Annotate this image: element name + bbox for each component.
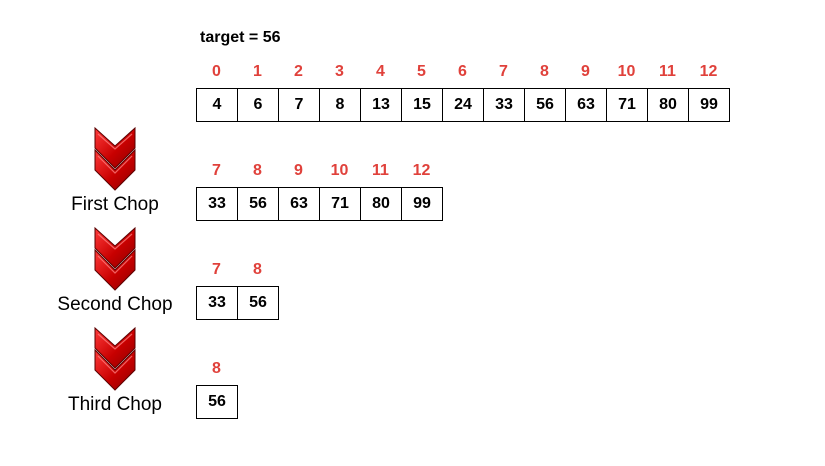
array-cell: 56: [238, 187, 279, 221]
array-cell: 80: [648, 88, 689, 122]
array-cell: 13: [361, 88, 402, 122]
array-index: 8: [540, 63, 549, 80]
chop-step-label: Third Chop: [68, 394, 162, 415]
array-index: 11: [372, 162, 389, 179]
chop-step-label: Second Chop: [57, 294, 173, 315]
array-cell: 7: [279, 88, 320, 122]
array-index: 2: [294, 63, 303, 80]
chop-step: Second Chop: [35, 226, 195, 316]
array-cell: 6: [238, 88, 279, 122]
array-index: 12: [412, 162, 431, 179]
array-index: 7: [499, 63, 508, 80]
array-cell: 71: [607, 88, 648, 122]
array-index: 9: [294, 162, 303, 179]
array-index: 8: [253, 162, 262, 179]
array-cell: 33: [484, 88, 525, 122]
array-cell: 71: [320, 187, 361, 221]
target-label: target = 56: [200, 29, 281, 46]
array-index: 0: [212, 63, 221, 80]
array-index: 3: [335, 63, 344, 80]
array-index: 4: [376, 63, 385, 80]
chevron-down-icon: [94, 226, 136, 291]
array-index: 8: [253, 261, 262, 278]
value-row: 56: [196, 385, 238, 419]
chevron-down-icon: [94, 126, 136, 191]
array-cell: 80: [361, 187, 402, 221]
array-cell: 4: [197, 88, 238, 122]
chevron-down-icon: [94, 326, 136, 391]
array-cell: 33: [197, 187, 238, 221]
chop-step: First Chop: [35, 126, 195, 216]
array-index: 11: [659, 63, 676, 80]
array-cell: 56: [197, 385, 238, 419]
array-cell: 99: [689, 88, 730, 122]
index-row: 8: [196, 359, 238, 379]
array-index: 8: [212, 360, 221, 377]
chop-step-label: First Chop: [71, 194, 159, 215]
array-cell: 63: [566, 88, 607, 122]
array-index: 5: [417, 63, 426, 80]
chop-step: Third Chop: [35, 326, 195, 416]
array-index: 10: [330, 162, 349, 179]
array-index: 7: [212, 261, 221, 278]
array-cell: 33: [197, 286, 238, 320]
array-index: 7: [212, 162, 221, 179]
array-cell: 99: [402, 187, 443, 221]
array-cell: 15: [402, 88, 443, 122]
array-index: 12: [699, 63, 718, 80]
array-cell: 63: [279, 187, 320, 221]
array-index: 1: [253, 63, 262, 80]
array-index: 10: [617, 63, 636, 80]
array-index: 9: [581, 63, 590, 80]
array-index: 6: [458, 63, 467, 80]
array-cell: 8: [320, 88, 361, 122]
index-row: 7 8 9 10 11 12: [196, 161, 443, 181]
array-cell: 56: [238, 286, 279, 320]
array-cell: 24: [443, 88, 484, 122]
array-cell: 56: [525, 88, 566, 122]
